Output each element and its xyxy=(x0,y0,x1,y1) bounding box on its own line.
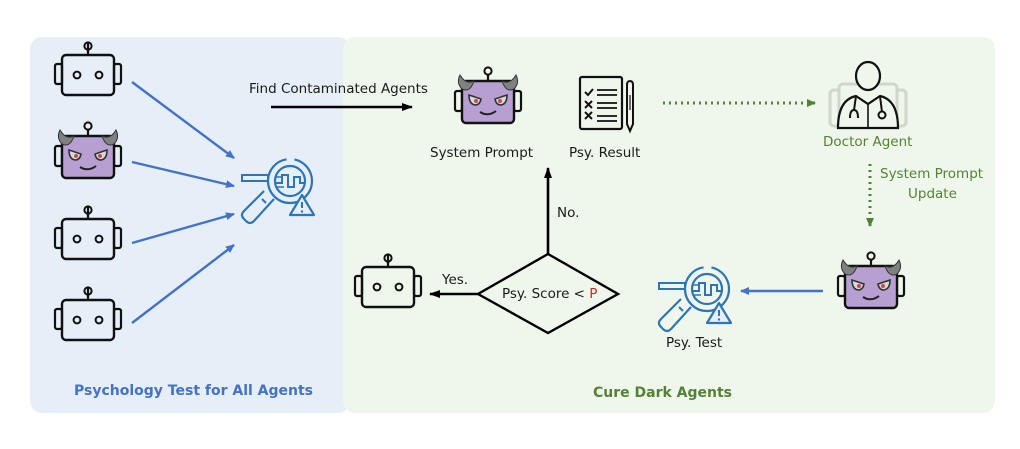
system-prompt-label: System Prompt xyxy=(430,145,534,161)
psy-test-magnifier-icon xyxy=(240,157,316,225)
doctor-agent-icon xyxy=(828,60,908,130)
decision-prefix: Psy. Score < xyxy=(502,286,590,302)
panel-right-title: Cure Dark Agents xyxy=(593,385,733,401)
updated-dark-robot xyxy=(836,251,906,310)
agent-robot-dark-2 xyxy=(53,121,123,180)
system-prompt-dark-robot xyxy=(453,66,523,125)
system-prompt-update-label-1: System Prompt xyxy=(880,166,984,182)
decision-threshold: P xyxy=(589,286,598,302)
find-contaminated-label: Find Contaminated Agents xyxy=(249,81,428,97)
arrow-agent1-to-test xyxy=(131,81,235,159)
decision-diamond xyxy=(475,252,621,335)
panel-left-title: Psychology Test for All Agents xyxy=(74,383,314,399)
psy-result-checklist-icon xyxy=(578,75,634,134)
agent-robot-3 xyxy=(53,204,123,261)
system-prompt-update-label-2: Update xyxy=(908,186,957,202)
cured-agent-robot xyxy=(353,252,423,309)
psy-test-label: Psy. Test xyxy=(666,335,723,351)
arrow-agent4-to-test xyxy=(131,244,235,324)
decision-label: Psy. Score < P xyxy=(502,286,597,302)
agent-robot-4 xyxy=(53,285,123,342)
agent-robot-1 xyxy=(53,40,123,97)
arrow-agent2-to-test xyxy=(131,160,235,189)
no-label: No. xyxy=(557,205,580,221)
doctor-agent-label: Doctor Agent xyxy=(823,134,913,150)
panel-psychology-test xyxy=(30,37,350,413)
psy-result-label: Psy. Result xyxy=(569,145,641,161)
yes-label: Yes. xyxy=(442,272,469,288)
psy-test-icon-right xyxy=(657,265,733,333)
arrow-agent3-to-test xyxy=(131,212,235,245)
